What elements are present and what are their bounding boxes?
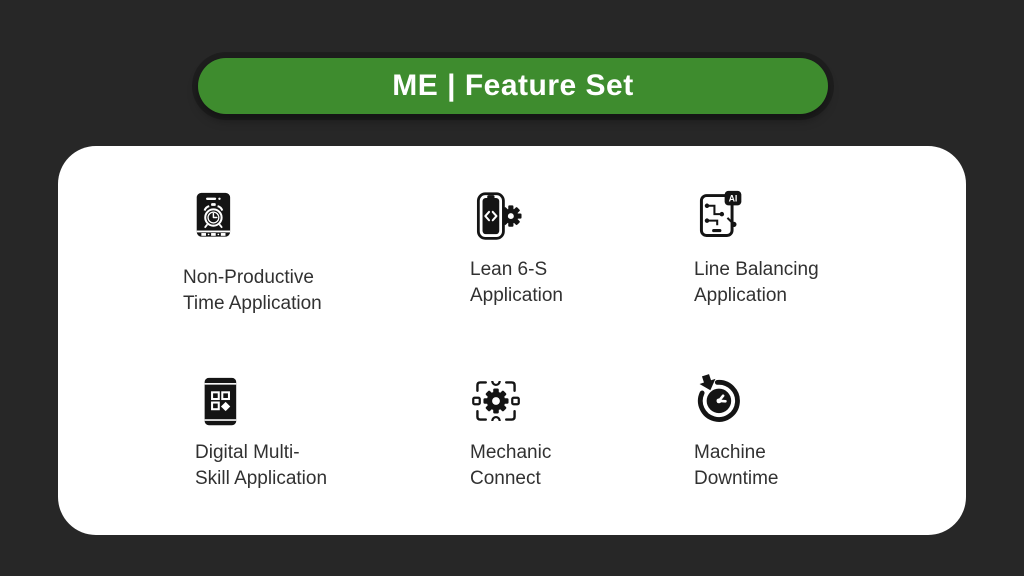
clock-down-arrow-icon [692, 373, 778, 425]
feature-card: Non-Productive Time Application [58, 146, 966, 535]
feature-label: Digital Multi- Skill Application [195, 442, 328, 489]
title-banner: ME | Feature Set [198, 58, 828, 114]
feature-non-productive-time: Non-Productive Time Application [183, 192, 322, 317]
gear-connect-icon [470, 375, 551, 427]
feature-label: Machine Downtime [694, 442, 779, 489]
feature-machine-downtime: Machine Downtime [694, 373, 778, 492]
feature-label: Non-Productive Time Application [183, 267, 322, 314]
feature-label: Mechanic Connect [470, 442, 552, 489]
feature-label: Lean 6-S Application [470, 259, 563, 306]
tablet-ai-circuit-icon: AI [694, 190, 819, 242]
feature-mechanic-connect: Mechanic Connect [470, 375, 551, 492]
feature-lean-6s: Lean 6-S Application [470, 191, 563, 309]
phone-stopwatch-icon [193, 192, 322, 244]
feature-label: Line Balancing Application [694, 259, 819, 306]
page-title: ME | Feature Set [392, 69, 634, 102]
phone-code-gear-icon [470, 191, 563, 243]
feature-digital-multi-skill: Digital Multi- Skill Application [195, 377, 327, 492]
svg-text:AI: AI [729, 194, 738, 204]
feature-line-balancing: AI Line Balancing Application [694, 190, 819, 309]
phone-qr-icon [200, 377, 327, 429]
